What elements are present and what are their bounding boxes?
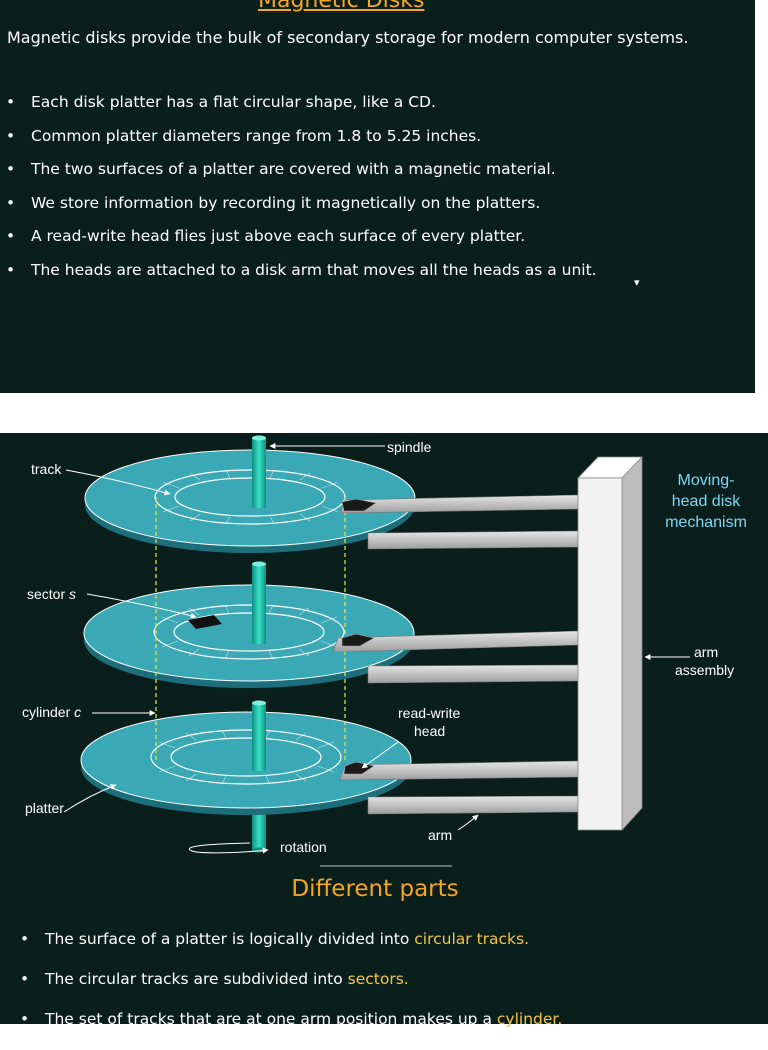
bullet-dot-icon: •	[20, 1010, 30, 1028]
pointer-cursor-icon: ▾	[634, 276, 640, 289]
bullet-item: •The heads are attached to a disk arm th…	[6, 260, 597, 279]
label-cylinder: cylinder c	[22, 704, 156, 720]
label-arm-assembly: arm assembly	[644, 644, 734, 678]
svg-text:cylinder c: cylinder c	[22, 704, 81, 720]
bullet-dot-icon: •	[6, 193, 16, 212]
label-read-write-head: read-write head	[361, 705, 460, 769]
label-platter: platter	[25, 784, 117, 816]
cylinder-label: cylinder	[22, 704, 71, 720]
bullet-item: •Common platter diameters range from 1.8…	[6, 126, 482, 145]
bullet-dot-icon: •	[6, 260, 16, 279]
head-1	[341, 498, 377, 512]
arm-4	[367, 664, 579, 684]
label-mechanism: Moving- head disk mechanism	[665, 472, 747, 531]
highlight-text: circular tracks.	[414, 930, 530, 948]
spindle-segment	[252, 700, 266, 771]
bullet-dot-icon: •	[6, 160, 16, 178]
bullet-item: •Each disk platter has a flat circular s…	[6, 93, 436, 111]
bullet-dot-icon: •	[20, 930, 30, 948]
bullet-item: •We store information by recording it ma…	[6, 193, 541, 212]
track-label: track	[31, 461, 62, 477]
sector-var-label: s	[69, 586, 76, 602]
disk-mechanism-diagram: spindle track sector s cylinder c platte…	[22, 435, 747, 867]
label-arm: arm	[428, 814, 479, 843]
arm-assembly-block	[577, 456, 643, 832]
highlight-text: sectors.	[347, 970, 409, 988]
cylinder-outline	[155, 497, 346, 760]
svg-text:sector s: sector s	[27, 586, 76, 602]
spindle-label: spindle	[387, 439, 432, 455]
parts-bullet-item: •The set of tracks that are at one arm p…	[20, 1010, 563, 1028]
bullet-dot-icon: •	[6, 93, 16, 111]
arm-assembly-label-2: assembly	[675, 662, 734, 678]
label-sector: sector s	[27, 586, 197, 619]
label-spindle: spindle	[269, 439, 432, 455]
platter-label: platter	[25, 800, 64, 816]
disk-arms	[332, 494, 579, 815]
parts-bullet-item: •The surface of a platter is logically d…	[20, 930, 530, 948]
cylinder-var-label: c	[74, 704, 81, 720]
mechanism-label-2: head disk	[672, 493, 741, 510]
arm-label: arm	[428, 827, 452, 843]
rotation-label: rotation	[280, 839, 327, 855]
bullet-item: •The two surfaces of a platter are cover…	[6, 160, 556, 178]
mechanism-label-3: mechanism	[665, 514, 747, 531]
parts-bullet-item: •The circular tracks are subdivided into…	[20, 970, 409, 988]
bullet-dot-icon: •	[6, 227, 16, 245]
spindle-segment	[252, 561, 266, 644]
sector-label: sector	[27, 586, 65, 602]
parts-title: Different parts	[291, 876, 459, 902]
highlight-text: cylinder.	[496, 1010, 563, 1028]
arm-2	[367, 530, 579, 550]
head-label: head	[414, 723, 445, 739]
spindle-segment	[252, 435, 266, 508]
platter-middle	[83, 584, 415, 688]
bullet-item: •A read-write head flies just above each…	[6, 227, 526, 245]
read-write-label: read-write	[398, 705, 460, 721]
slide-intro: Magnetic disks provide the bulk of secon…	[7, 28, 689, 47]
bullet-dot-icon: •	[20, 970, 30, 988]
arm-6	[367, 795, 579, 815]
arm-assembly-label-1: arm	[694, 644, 718, 660]
slide-title: Magnetic Disks	[258, 0, 425, 13]
label-track: track	[31, 461, 171, 496]
platter-top	[84, 449, 416, 553]
bullet-list: •Each disk platter has a flat circular s…	[6, 93, 597, 294]
label-rotation: rotation	[189, 839, 327, 855]
parts-bullet-list: •The surface of a platter is logically d…	[20, 930, 562, 1050]
platter-bottom	[80, 711, 412, 815]
mechanism-label-1: Moving-	[678, 472, 735, 489]
bullet-dot-icon: •	[6, 126, 16, 145]
slide-magnetic-disks: Magnetic Disks Magnetic disks provide th…	[0, 0, 755, 393]
head-2	[341, 633, 375, 647]
